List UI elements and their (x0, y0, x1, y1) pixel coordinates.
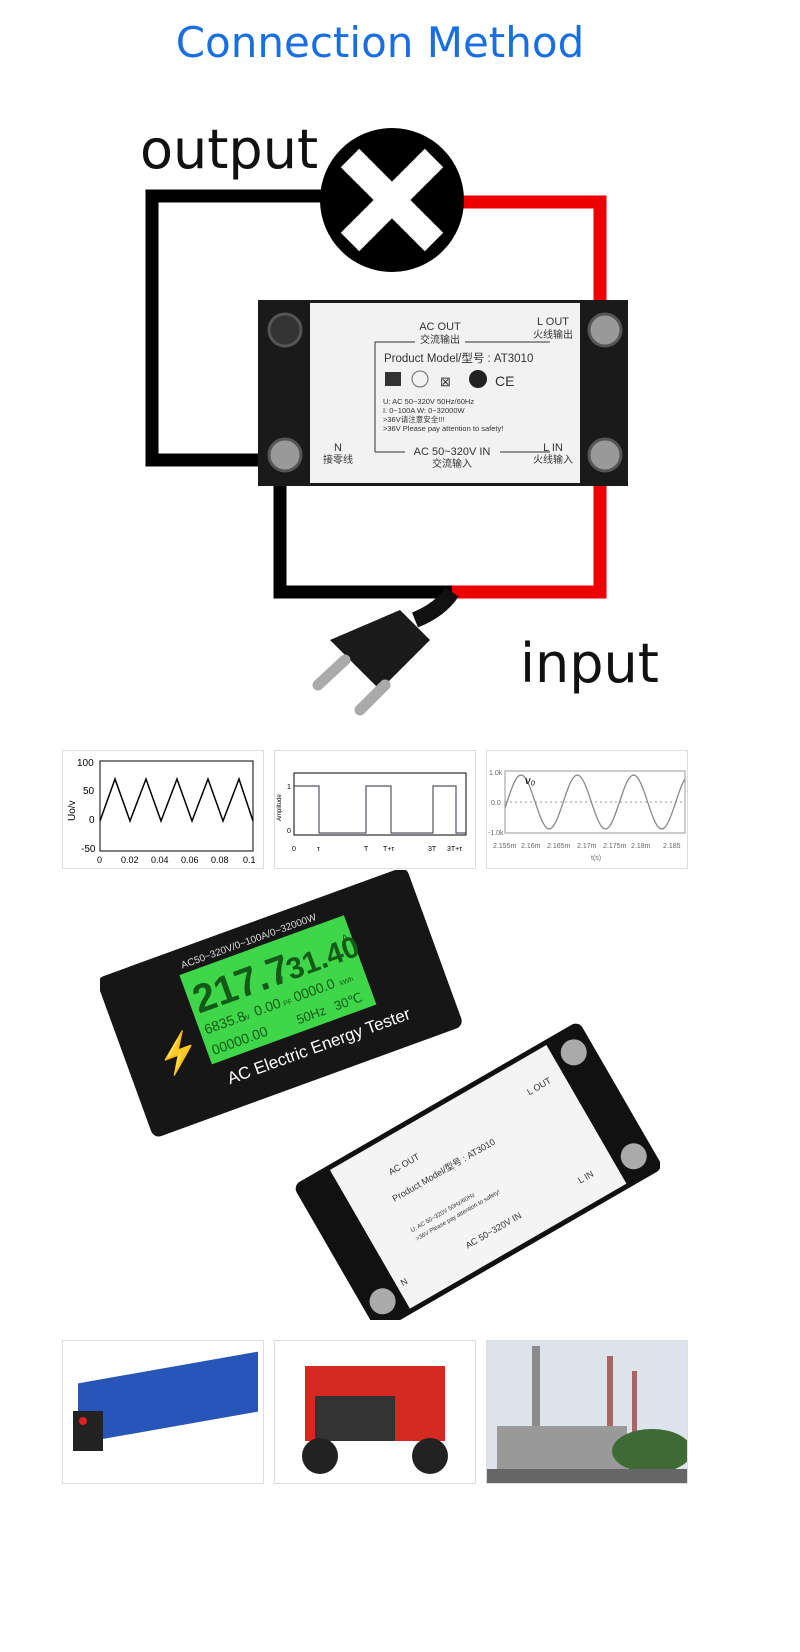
svg-text:3T+τ: 3T+τ (447, 846, 462, 853)
power-plant-photo (486, 1340, 692, 1484)
red-wire-input (452, 460, 607, 599)
sine-wave-thumbnail: ν₀ 1.0k 0.0 -1.0k 2.155m 2.16m 2.165m 2.… (486, 750, 688, 869)
meter-product-photo: AC50~320V/0~100A/0~32000W 217.7 V 31.40 … (100, 870, 660, 1320)
svg-text:AC 50~320V IN: AC 50~320V IN (414, 446, 491, 458)
svg-text:0.04: 0.04 (151, 855, 169, 865)
svg-text:V: V (276, 975, 286, 988)
svg-text:T: T (364, 846, 369, 853)
svg-text:接零线: 接零线 (323, 453, 353, 466)
svg-text:Uo/v: Uo/v (67, 800, 78, 821)
svg-text:T+τ: T+τ (383, 846, 394, 853)
svg-text:0: 0 (89, 815, 95, 826)
svg-text:-50: -50 (81, 844, 96, 855)
svg-text:0.02: 0.02 (121, 855, 139, 865)
svg-text:>36V Please pay attention to s: >36V Please pay attention to safety! (383, 424, 503, 433)
svg-text:t(s): t(s) (591, 855, 601, 862)
svg-text:CE: CE (495, 373, 514, 389)
svg-text:50: 50 (83, 786, 95, 797)
svg-text:Amplitude: Amplitude (277, 794, 283, 821)
eu-plug-icon (312, 587, 459, 716)
generator-photo (274, 1340, 476, 1484)
square-wave-thumbnail: 1 0 Amplitude 0 τ T T+τ 3T 3T+τ (274, 750, 476, 869)
svg-text:3T: 3T (428, 846, 437, 853)
svg-text:τ: τ (317, 846, 320, 853)
svg-text:0.0: 0.0 (491, 800, 501, 807)
svg-text:1: 1 (287, 784, 291, 791)
svg-text:I. 0~100A W: 0~32000W: I. 0~100A W: 0~32000W (383, 406, 466, 415)
svg-text:L IN: L IN (543, 442, 563, 454)
inverter-photo (62, 1340, 264, 1484)
svg-text:-1.0k: -1.0k (488, 830, 504, 837)
product-model: Product Model/型号 : AT3010 (384, 351, 533, 365)
svg-text:1.0k: 1.0k (489, 770, 503, 777)
svg-text:2.175m: 2.175m (603, 843, 627, 850)
svg-text:0.08: 0.08 (211, 855, 229, 865)
svg-text:0.06: 0.06 (181, 855, 199, 865)
svg-text:A: A (340, 932, 350, 945)
svg-text:交流输出: 交流输出 (420, 333, 460, 346)
svg-text:W: W (242, 1014, 251, 1023)
svg-text:交流输入: 交流输入 (432, 457, 472, 470)
black-wire-output (145, 189, 330, 467)
certification-icons: ⊠ CE (385, 370, 514, 389)
svg-text:火线输出: 火线输出 (533, 328, 573, 341)
svg-text:100: 100 (77, 758, 94, 769)
load-x-icon (320, 128, 464, 272)
svg-text:⊠: ⊠ (440, 374, 451, 389)
output-label: output (140, 118, 319, 181)
svg-text:2.185: 2.185 (663, 843, 681, 850)
svg-text:2.16m: 2.16m (521, 843, 541, 850)
ac-out-label: AC OUT (419, 321, 461, 333)
svg-text:2.155m: 2.155m (493, 843, 517, 850)
svg-text:2.165m: 2.165m (547, 843, 571, 850)
red-wire-output (458, 195, 607, 330)
input-label: input (520, 632, 659, 695)
svg-text:PF: PF (283, 998, 294, 1008)
svg-text:0: 0 (287, 828, 291, 835)
svg-text:火线输入: 火线输入 (533, 453, 573, 466)
svg-text:2.17m: 2.17m (577, 843, 597, 850)
black-wire-input (273, 460, 452, 599)
svg-text:L OUT: L OUT (537, 316, 569, 328)
page-title: Connection Method (175, 18, 585, 67)
connection-diagram: AC OUT 交流输出 L OUT 火线输出 Product Model/型号 … (145, 128, 628, 716)
svg-text:2.18m: 2.18m (631, 843, 651, 850)
svg-text:N: N (399, 1276, 410, 1288)
svg-text:U: AC 50~320V 50Hz/60Hz: U: AC 50~320V 50Hz/60Hz (383, 397, 474, 406)
svg-text:ν₀: ν₀ (525, 775, 536, 787)
triangle-wave-thumbnail: 100 50 0 -50 Uo/v 0 0.02 0.04 0.06 0.08 … (62, 750, 264, 869)
svg-text:>36V请注意安全!!!: >36V请注意安全!!! (383, 414, 444, 424)
energy-meter-module: AC OUT 交流输出 L OUT 火线输出 Product Model/型号 … (258, 300, 628, 486)
svg-text:0: 0 (292, 846, 296, 853)
svg-text:N: N (334, 442, 342, 454)
svg-text:0: 0 (97, 855, 102, 865)
svg-text:kWh: kWh (339, 976, 355, 987)
svg-text:0.1: 0.1 (243, 855, 256, 865)
